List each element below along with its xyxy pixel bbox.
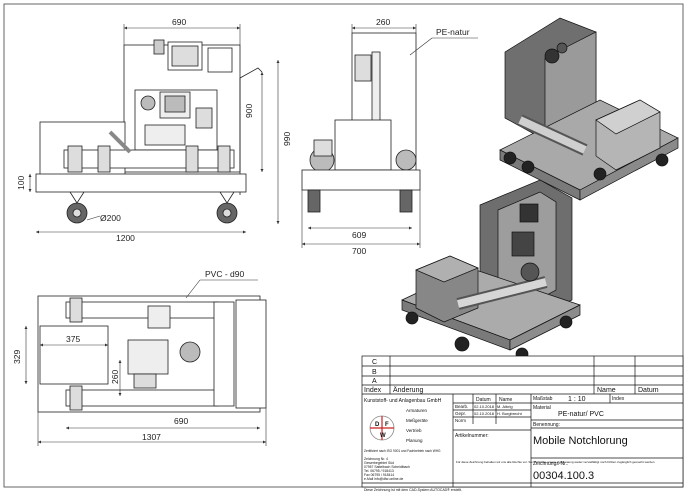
address-5: Fax 06795 / 918414 bbox=[364, 473, 394, 477]
row-gepr-name: H. Burgbrecht bbox=[497, 411, 523, 416]
address-6: e-Mail info@dfw-online.de bbox=[364, 477, 403, 481]
footer-note: Diese Zeichnung ist mit dem CAD-System A… bbox=[364, 488, 462, 492]
dim-front-height-total: 990 bbox=[282, 132, 292, 146]
svg-text:D: D bbox=[375, 422, 380, 428]
designation-value: Mobile Notchlorung bbox=[533, 435, 628, 447]
row-bearb-date: 02.10.2018 bbox=[474, 404, 495, 409]
service-2: Meßgeräte bbox=[406, 418, 428, 423]
dim-base-height: 100 bbox=[16, 176, 26, 190]
rev-header-index: Index bbox=[364, 387, 382, 394]
row-norm-label: Norm bbox=[455, 418, 466, 423]
row-gepr-label: Gepr. bbox=[455, 411, 466, 416]
sheet-border bbox=[3, 3, 684, 488]
row-bearb-label: Bearb. bbox=[455, 404, 468, 409]
dim-side-bottom: 609 bbox=[352, 230, 366, 240]
isometric-view-front bbox=[401, 179, 581, 361]
name-header: Name bbox=[499, 397, 513, 403]
callout-pipe: PVC - d90 bbox=[205, 269, 244, 279]
dim-side-top: 260 bbox=[376, 17, 390, 27]
top-dimensions bbox=[24, 279, 267, 446]
callout-material: PE-natur bbox=[436, 27, 470, 37]
material-label: Material bbox=[533, 405, 551, 411]
dim-box-width: 375 bbox=[66, 334, 80, 344]
title-block bbox=[361, 355, 684, 488]
article-label: Artikelnummer: bbox=[455, 433, 489, 439]
drawing-no-value: 00304.100.3 bbox=[533, 470, 594, 482]
drawing-no-label: Zeichnungs-Nr.: bbox=[533, 461, 568, 467]
material-value: PE-natur/ PVC bbox=[558, 411, 604, 418]
address-1: Zeichnung Nr. 4 bbox=[364, 457, 388, 461]
certification: Zertifiziert nach ISO 9001 und Fachbetri… bbox=[364, 449, 441, 453]
copyright-note: Für diese Zeichnung behalten wir uns all… bbox=[456, 460, 655, 464]
dim-side-overall: 700 bbox=[352, 246, 366, 256]
service-1: Armaturen bbox=[406, 408, 428, 413]
company-name: Kunststoff- und Anlagenbau GmbH bbox=[364, 398, 442, 404]
rev-row-a: A bbox=[372, 378, 377, 385]
row-bearb-name: M. Albrig bbox=[497, 404, 513, 409]
svg-text:F: F bbox=[385, 422, 389, 428]
row-gepr-date: 02.10.2018 bbox=[474, 411, 495, 416]
dim-wheel: Ø200 bbox=[100, 213, 121, 223]
service-4: Planung bbox=[406, 438, 423, 443]
address-2: Gewerbegebiet Süd bbox=[364, 461, 394, 465]
designation-label: Benennung: bbox=[533, 422, 560, 428]
company-logo: D F W bbox=[369, 415, 395, 441]
front-dimensions bbox=[28, 24, 280, 234]
isometric-view-rear bbox=[499, 17, 679, 201]
service-3: Vertrieb bbox=[406, 428, 422, 433]
address-4: Tel. 06795 / 918413 bbox=[364, 469, 394, 473]
index-label: Index bbox=[612, 396, 625, 402]
rev-header-name: Name bbox=[597, 387, 616, 394]
dim-top-overall-length: 1307 bbox=[142, 432, 161, 442]
side-dimensions bbox=[301, 24, 478, 248]
date-header: Datum bbox=[476, 397, 491, 403]
dim-top-inner: 260 bbox=[110, 370, 120, 384]
scale-value: 1 : 10 bbox=[568, 396, 586, 403]
top-view bbox=[37, 295, 267, 413]
rev-header-date: Datum bbox=[638, 387, 659, 394]
side-view bbox=[301, 32, 421, 213]
dim-top-inner-width: 690 bbox=[174, 416, 188, 426]
dim-top-depth: 329 bbox=[12, 350, 22, 364]
svg-text:W: W bbox=[380, 433, 386, 439]
rev-row-b: B bbox=[372, 369, 377, 376]
rev-row-c: C bbox=[372, 359, 377, 366]
address-3: 07957 Sattelbach Scheidtbach bbox=[364, 465, 410, 469]
front-view bbox=[35, 39, 263, 224]
dim-front-height-frame: 900 bbox=[244, 104, 254, 118]
dim-front-width: 690 bbox=[172, 17, 186, 27]
scale-label: Maßstab bbox=[533, 396, 553, 402]
rev-header-change: Änderung bbox=[393, 386, 423, 394]
dim-front-length: 1200 bbox=[116, 233, 135, 243]
